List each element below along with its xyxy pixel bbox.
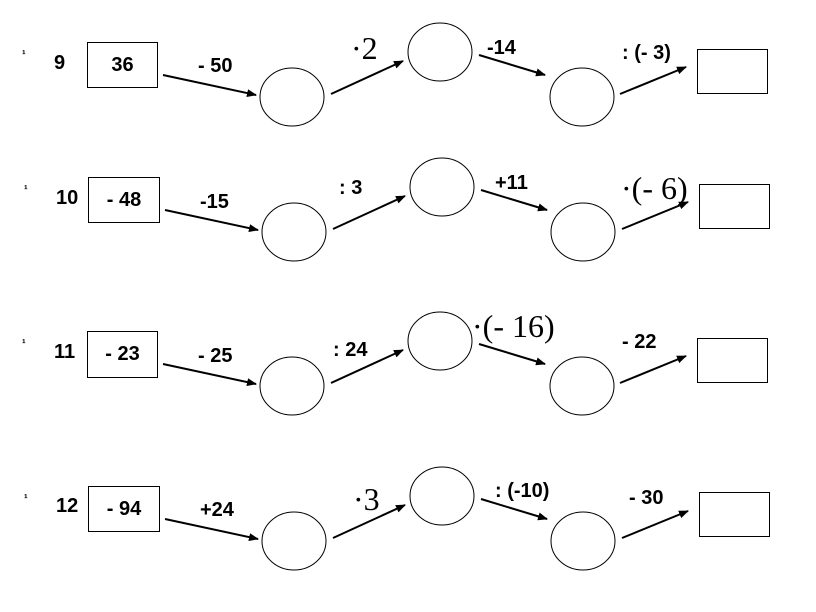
arrow <box>619 66 687 95</box>
operation-label: - 25 <box>198 345 233 367</box>
operation-label: : (-10) <box>495 480 550 502</box>
answer-box <box>697 49 768 94</box>
arrow <box>330 349 404 384</box>
row-4-graph <box>164 466 770 571</box>
arrow <box>480 498 548 521</box>
blank-circle <box>409 157 475 217</box>
blank-circle <box>261 202 327 262</box>
operation-label: ·2 <box>351 30 378 66</box>
answer-box <box>697 338 768 383</box>
operation-label: ·(- 16) <box>472 308 555 344</box>
arrow <box>330 60 404 95</box>
blank-circle <box>259 67 325 127</box>
operation-label: : 3 <box>339 177 363 199</box>
operation-label: -14 <box>487 37 516 59</box>
arrow <box>162 363 257 387</box>
arrow <box>478 54 546 77</box>
operation-label: - 50 <box>198 55 233 77</box>
answer-box <box>699 184 770 229</box>
row-bullet: ¹ <box>22 338 26 350</box>
arrow <box>619 355 687 384</box>
row-bullet: ¹ <box>24 493 28 505</box>
exercise-number: 12 <box>56 495 79 517</box>
arrow <box>162 74 257 98</box>
blank-circle <box>407 22 473 82</box>
arrow <box>621 510 689 539</box>
start-value: 36 <box>111 53 134 76</box>
operation-label: : 24 <box>333 339 368 361</box>
start-value: - 94 <box>106 497 142 520</box>
operation-label: - 30 <box>629 487 664 509</box>
exercise-number: 10 <box>56 187 79 209</box>
start-value-box: - 48 <box>88 177 160 223</box>
blank-circle <box>259 356 325 416</box>
start-value: - 48 <box>106 188 142 211</box>
row-2-graph <box>164 157 770 262</box>
exercise-number: 9 <box>54 52 66 74</box>
row-3-graph <box>162 311 768 416</box>
operation-label: +11 <box>495 172 528 194</box>
blank-circle <box>550 202 616 262</box>
arrow <box>621 201 689 230</box>
row-1-graph <box>162 22 768 127</box>
arrow <box>332 504 406 539</box>
blank-circle <box>409 466 475 526</box>
start-value-box: - 23 <box>87 331 158 378</box>
operation-label: ·3 <box>353 481 380 517</box>
blank-circle <box>261 511 327 571</box>
row-bullet: ¹ <box>22 49 26 61</box>
arrow <box>332 195 406 230</box>
blank-circle <box>407 311 473 371</box>
operation-label: ·(- 6) <box>621 170 688 206</box>
start-value-box: - 94 <box>88 486 160 532</box>
operation-label: -15 <box>200 191 229 213</box>
arrow <box>164 518 259 542</box>
answer-box <box>699 492 770 537</box>
blank-circle <box>549 356 615 416</box>
start-value: - 23 <box>105 343 140 365</box>
blank-circle <box>550 511 616 571</box>
operation-label: - 22 <box>622 331 657 353</box>
blank-circle <box>549 67 615 127</box>
arrow <box>480 189 548 212</box>
operation-label: : (- 3) <box>622 42 671 64</box>
arrow <box>478 343 546 366</box>
row-bullet: ¹ <box>24 184 28 196</box>
exercise-number: 11 <box>54 341 76 363</box>
operation-label: +24 <box>200 499 234 521</box>
arrow <box>164 209 259 233</box>
start-value-box: 36 <box>87 42 158 88</box>
